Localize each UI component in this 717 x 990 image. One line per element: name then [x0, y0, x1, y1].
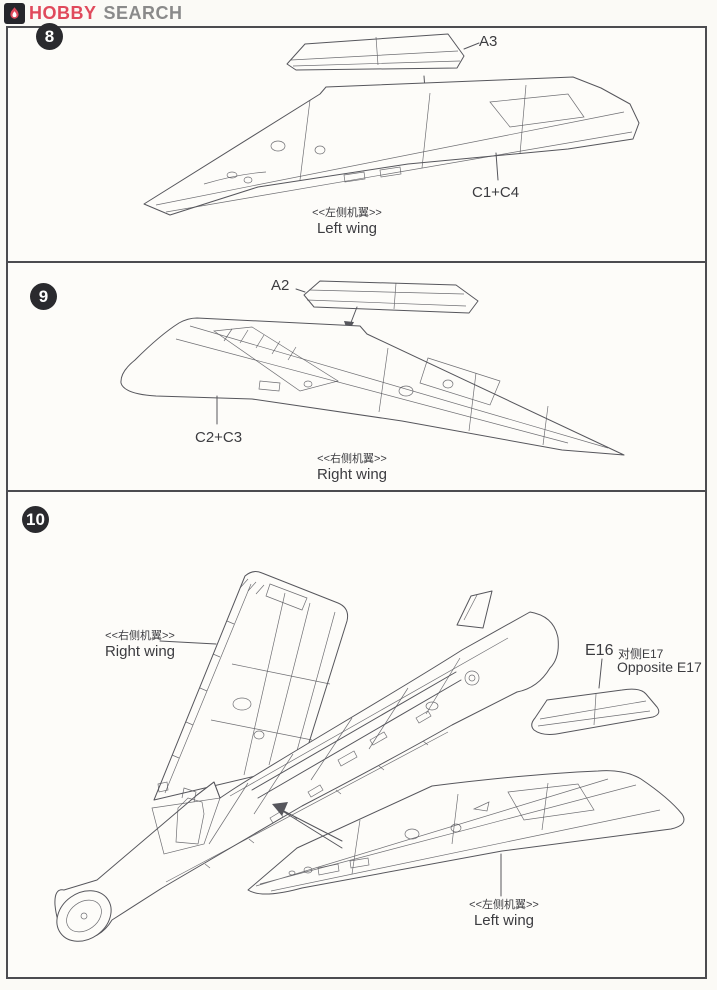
part-a3-drawing	[286, 33, 480, 71]
step-10-right-wing-caption: <<右侧机翼>> Right wing	[80, 630, 200, 660]
part-label-a3: A3	[479, 33, 498, 50]
step-10-panel: <<右侧机翼>> Right wing E16 对侧E17 Opposite E…	[6, 490, 707, 979]
part-a2-drawing	[295, 280, 479, 314]
step-8-drawing	[143, 33, 640, 216]
brand-hobby: HOBBY	[29, 2, 97, 23]
fuselage-drawing	[54, 590, 559, 942]
caption-en: Right wing	[104, 643, 176, 660]
caption-zh: <<左侧机翼>>	[312, 207, 382, 219]
step-9-badge: 9	[30, 283, 57, 310]
step-9-panel: A2 C2+C3 <<右侧机翼>> Right wing	[6, 261, 707, 492]
step-10-left-wing-caption: <<左侧机翼>> Left wing	[444, 899, 564, 929]
step-9-caption: <<右侧机翼>> Right wing	[292, 453, 412, 483]
step-8-badge: 8	[36, 23, 63, 50]
step-8-panel: A3 C1+C4 <<左侧机翼>> Left wing	[6, 26, 707, 263]
right-wing-upright-drawing	[153, 571, 349, 801]
step-10-drawing	[54, 571, 685, 942]
c1c4-leader-line	[495, 152, 499, 181]
part-label-e16-zh: 对侧E17	[618, 647, 664, 661]
caption-zh: <<右侧机翼>>	[317, 453, 387, 465]
step-10-badge: 10	[22, 506, 49, 533]
part-label-c2c3: C2+C3	[195, 429, 243, 446]
caption-zh: <<左侧机翼>>	[469, 899, 539, 911]
brand-search: SEARCH	[103, 2, 183, 23]
left-wing-flat-drawing	[247, 770, 685, 895]
caption-en: Left wing	[316, 220, 378, 237]
caption-zh: <<右侧机翼>>	[105, 630, 175, 642]
caption-en: Right wing	[316, 466, 388, 483]
left-wing-drawing	[143, 76, 640, 216]
right-wing-leader-line	[159, 640, 217, 645]
part-label-c1c4: C1+C4	[472, 184, 520, 201]
step-10-arrow	[272, 802, 343, 849]
part-label-e16: E16	[585, 642, 614, 659]
step-9-drawing	[120, 280, 625, 456]
hobbysearch-logo: HOBBY SEARCH	[4, 2, 183, 24]
caption-en: Left wing	[473, 912, 535, 929]
part-e16-drawing	[531, 658, 660, 735]
part-label-e16-en: Opposite E17	[617, 659, 702, 675]
right-wing-drawing	[120, 317, 625, 456]
step-8-caption: <<左侧机翼>> Left wing	[287, 207, 407, 237]
part-label-a2: A2	[271, 277, 290, 294]
flame-icon	[4, 2, 25, 24]
